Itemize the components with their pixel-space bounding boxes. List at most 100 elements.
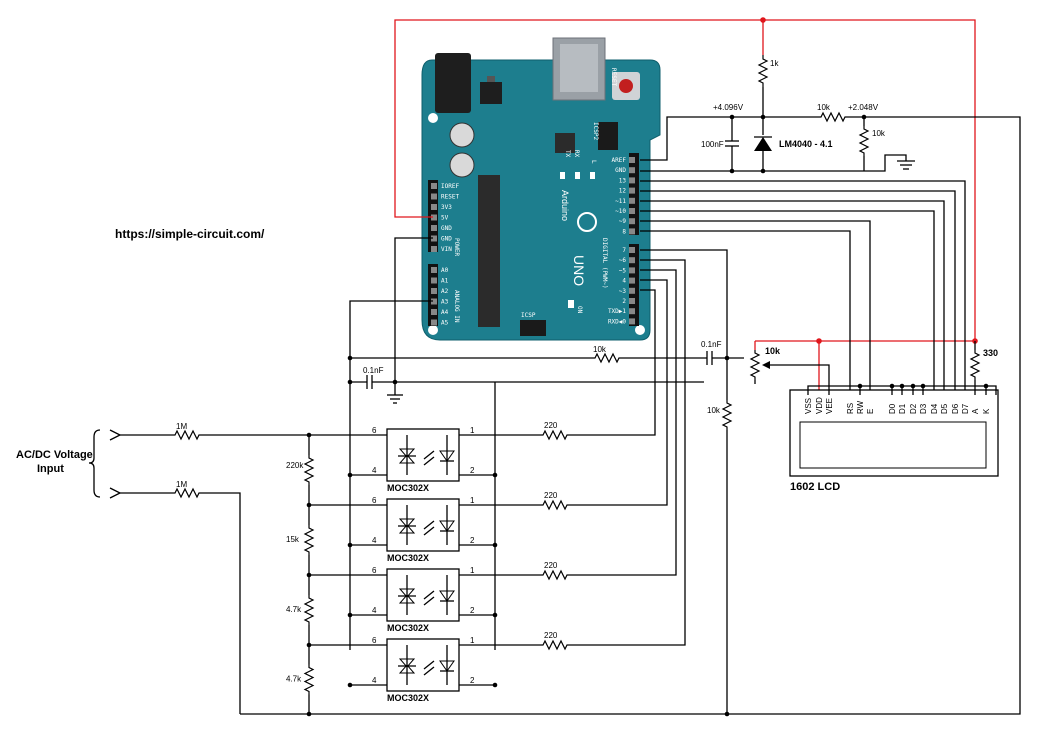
power-pin-hole[interactable]	[431, 193, 437, 200]
digital-pin-label: 7	[622, 247, 626, 254]
lcd-pin-label: VDD	[815, 397, 824, 414]
analog-pin-hole[interactable]	[431, 288, 437, 294]
power-label: POWER	[453, 238, 460, 256]
opto-pin1-label: 1	[470, 426, 475, 435]
power-pin-hole[interactable]	[431, 246, 437, 252]
contrast-pot-label: 10k	[765, 346, 781, 356]
divider-bottom-label: 10k	[872, 129, 886, 138]
lcd-name: 1602 LCD	[790, 481, 840, 493]
analog-pin-hole[interactable]	[431, 277, 437, 284]
digital-pin-label: 2	[622, 298, 626, 305]
opto-resistor-label: 220	[544, 421, 558, 430]
analog-pin-hole[interactable]	[431, 267, 437, 273]
5v-rail-wire	[394, 17, 978, 395]
digital-pin-hole[interactable]	[629, 318, 635, 325]
opto-pin2-label: 2	[470, 536, 475, 545]
power-pin-hole[interactable]	[431, 214, 437, 221]
power-pin-label: 3V3	[441, 204, 452, 211]
series-cap-label: 0.1nF	[701, 340, 722, 349]
digital-pin-hole[interactable]	[629, 298, 635, 304]
power-pin-label: RESET	[441, 194, 459, 201]
digital-pin-hole[interactable]	[629, 167, 635, 174]
lcd-screen	[799, 421, 987, 469]
power-pin-hole[interactable]	[431, 204, 437, 210]
digital-pin-hole[interactable]	[629, 247, 635, 253]
series-resistor-label: 10k	[593, 345, 607, 354]
digital-pin-hole[interactable]	[629, 197, 635, 204]
digital-pin-label: ~11	[615, 198, 626, 205]
analog-pin-hole[interactable]	[431, 298, 437, 305]
analog-pin-label: A1	[441, 278, 449, 285]
digital-pin-label: ~6	[619, 257, 627, 264]
analog-pin-hole[interactable]	[431, 309, 437, 315]
lcd-pin-label: VSS	[804, 398, 813, 414]
lcd-pin-label: RW	[856, 400, 865, 414]
digital-pin-label: AREF	[612, 157, 627, 164]
opto-name-label: MOC302X	[387, 553, 429, 563]
ref-resistor-label: 1k	[770, 59, 779, 68]
ladder-resistor-label: 220k	[286, 461, 304, 470]
opto-pin6-label: 6	[372, 426, 377, 435]
lcd-pin-label: D1	[898, 403, 907, 414]
opto-name-label: MOC302X	[387, 693, 429, 703]
lcd-pin-label: E	[866, 409, 875, 414]
digital-pin-hole[interactable]	[629, 208, 635, 214]
digital-pin-label: TXD▶1	[608, 308, 626, 315]
backlight-resistor-label: 330	[983, 348, 998, 358]
digital-pin-hole[interactable]	[629, 257, 635, 264]
digital-pin-label: 12	[619, 188, 627, 195]
analog-pin-label: A5	[441, 320, 449, 327]
power-jack	[435, 53, 471, 113]
analog-pin-hole[interactable]	[431, 319, 437, 326]
lcd-pin-label: D7	[961, 403, 970, 414]
power-pin-hole[interactable]	[431, 183, 437, 189]
led-icon	[439, 590, 455, 602]
opto-pin1-label: 1	[470, 636, 475, 645]
ladder-resistor-label: 4.7k	[286, 675, 302, 684]
digital-pin-hole[interactable]	[629, 187, 635, 194]
power-pin-hole[interactable]	[431, 225, 437, 231]
opto-resistor-label: 220	[544, 631, 558, 640]
lcd-data-wires	[640, 180, 966, 395]
lcd-pin-label: D6	[951, 403, 960, 414]
digital-pin-hole[interactable]	[629, 267, 635, 274]
digital-pin-hole[interactable]	[629, 287, 635, 294]
power-pin-label: IOREF	[441, 183, 459, 190]
digital-pin-hole[interactable]	[629, 157, 635, 163]
lcd-pin-label: D0	[888, 403, 897, 414]
opto-pin1-label: 1	[470, 496, 475, 505]
digital-pin-hole[interactable]	[629, 228, 635, 235]
opto-pin4-label: 4	[372, 676, 377, 685]
website-url[interactable]: https://simple-circuit.com/	[115, 227, 265, 241]
ladder-resistor-label: 15k	[286, 535, 300, 544]
analog-pin-label: A3	[441, 299, 449, 306]
icsp-header	[520, 320, 546, 336]
optocoupler-array: 6412220MOC302X6412220MOC302X6412220MOC30…	[347, 421, 570, 703]
opto-name-label: MOC302X	[387, 483, 429, 493]
opto-resistor-label: 220	[544, 491, 558, 500]
opto-pin6-label: 6	[372, 636, 377, 645]
ladder-resistor-label: 4.7k	[286, 605, 302, 614]
lcd-pin-label: A	[971, 408, 980, 414]
opto-pin1-label: 1	[470, 566, 475, 575]
digital-pin-label: ~5	[619, 267, 627, 274]
power-pin-label: GND	[441, 225, 452, 232]
lcd-pin-label: D2	[909, 403, 918, 414]
icsp2-label: ICSP2	[592, 122, 599, 140]
ac-dc-input: AC/DC Voltage Input 1M 1M	[16, 422, 350, 714]
arduino-uno-board: RESET ICSP2 ICSP ON TX RX L Arduino UNO …	[421, 37, 661, 341]
digital-pin-hole[interactable]	[629, 177, 635, 184]
digital-pin-hole[interactable]	[629, 308, 635, 315]
input-label-line1: AC/DC Voltage	[16, 449, 93, 461]
digital-pin-label: ~9	[619, 218, 627, 225]
opto-pin2-label: 2	[470, 466, 475, 475]
power-pin-hole[interactable]	[431, 235, 437, 242]
arduino-model: UNO	[571, 255, 587, 286]
digital-pin-hole[interactable]	[629, 277, 635, 284]
opto-pin6-label: 6	[372, 566, 377, 575]
digital-pin-hole[interactable]	[629, 218, 635, 225]
